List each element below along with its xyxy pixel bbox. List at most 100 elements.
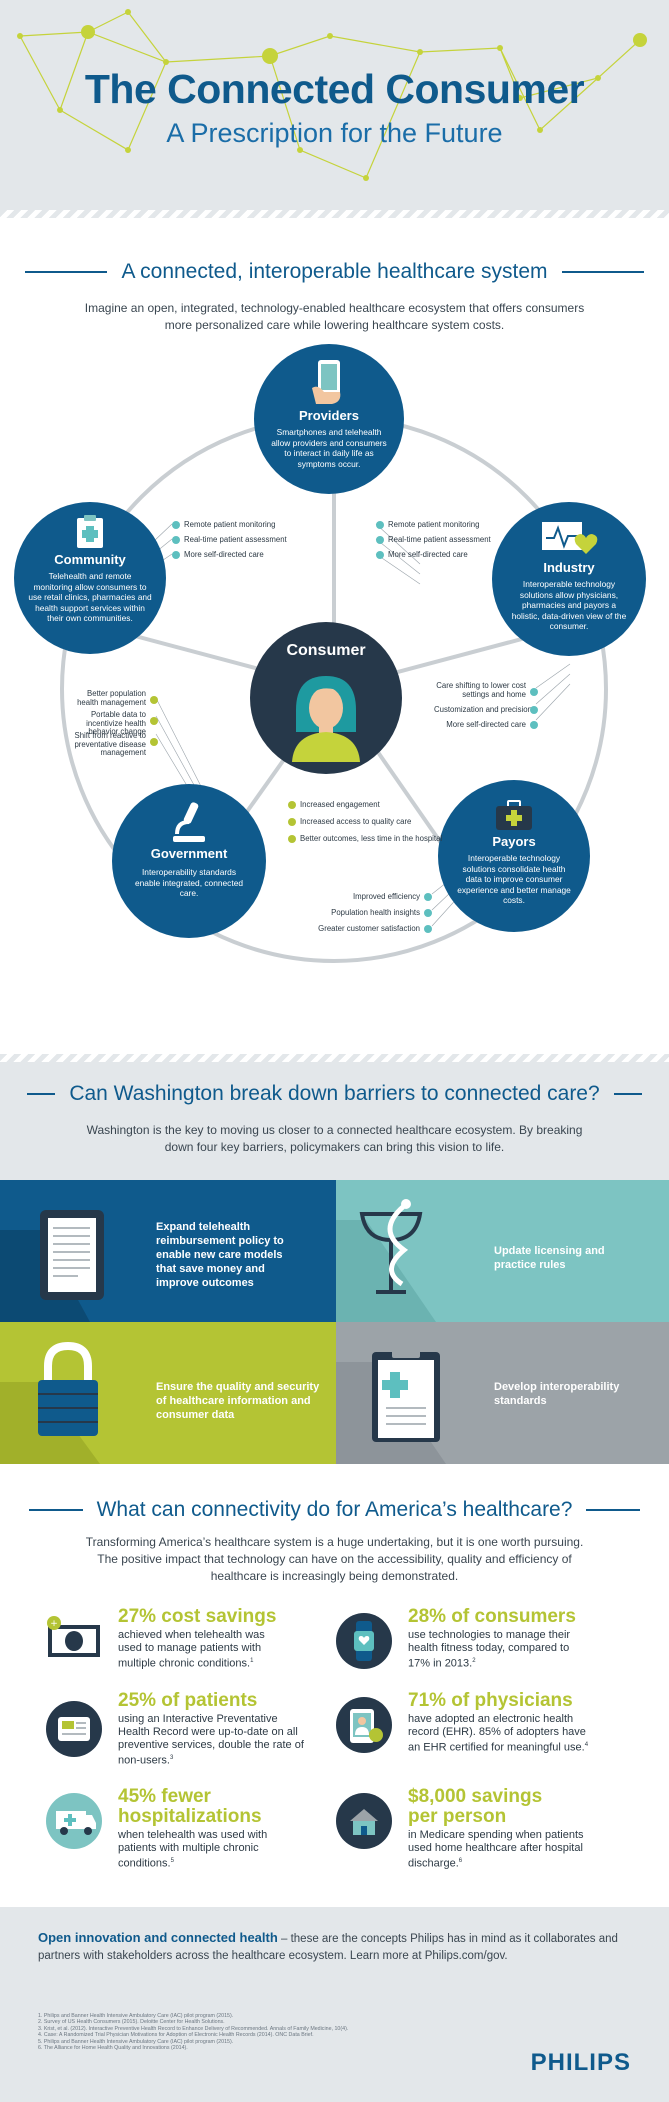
barrier-tile-interoperability: Develop interoperability standards xyxy=(336,1322,669,1464)
providers-node: Providers Smartphones and telehealth all… xyxy=(254,344,404,494)
physician-tablet-icon xyxy=(336,1697,392,1753)
list-item: Increased engagement xyxy=(288,797,442,814)
list-item: Remote patient monitoring xyxy=(376,517,491,532)
list-item: More self-directed care xyxy=(172,547,287,562)
page-title: The Connected Consumer xyxy=(84,66,585,112)
government-node: Government Interoperability standards en… xyxy=(112,784,266,938)
page-subtitle: A Prescription for the Future xyxy=(166,118,503,148)
barrier-tile-telehealth: Expand telehealth reimbursement policy t… xyxy=(0,1180,336,1322)
footer-cta: Open innovation and connected health – t… xyxy=(38,1930,618,1962)
community-desc: Telehealth and remote monitoring allow c… xyxy=(28,571,152,623)
barriers-heading: Can Washington break down barriers to co… xyxy=(69,1082,600,1105)
footer: Open innovation and connected health – t… xyxy=(0,1907,669,2102)
government-desc: Interoperability standards enable integr… xyxy=(134,867,244,898)
divider xyxy=(0,1054,669,1062)
stat-headline: 28% of consumers xyxy=(408,1606,576,1627)
stat-headline: 71% of physicians xyxy=(408,1690,573,1711)
reference-item: 6. The Alliance for Home Health Quality … xyxy=(38,2045,188,2052)
money-icon: + xyxy=(47,1616,100,1657)
barriers-header: Can Washington break down barriers to co… xyxy=(0,1062,669,1180)
ecosystem-diagram: Consumer Providers Smartphones and teleh… xyxy=(0,334,669,1054)
government-benefits: Better population health management Port… xyxy=(70,689,158,757)
list-item: More self-directed care xyxy=(434,717,538,732)
padlock-icon xyxy=(0,1341,100,1464)
list-item: Population health insights xyxy=(280,905,432,921)
list-item: Real-time patient assessment xyxy=(172,532,287,547)
list-item: Better outcomes, less time in the hospit… xyxy=(288,831,442,848)
barrier-tile-licensing: Update licensing and practice rules xyxy=(336,1180,669,1322)
caduceus-icon xyxy=(336,1199,436,1322)
payors-desc: Interoperable technology solutions conso… xyxy=(457,853,571,905)
barriers-intro: Washington is the key to moving us close… xyxy=(86,1123,583,1154)
industry-node: Industry Interoperable technology soluti… xyxy=(492,502,646,656)
providers-benefits-left: Remote patient monitoring Real-time pati… xyxy=(172,517,287,562)
payors-title: Payors xyxy=(492,834,536,849)
heart-monitor-icon xyxy=(542,522,598,554)
philips-logo[interactable]: PHILIPS xyxy=(530,2049,631,2076)
section-heading-barriers: Can Washington break down barriers to co… xyxy=(0,1082,669,1106)
stat-text: when telehealth was used with patients w… xyxy=(118,1829,268,1870)
health-record-icon xyxy=(46,1701,102,1757)
community-title: Community xyxy=(54,552,126,567)
list-item: Improved efficiency xyxy=(280,889,432,905)
stat-headline: 25% of patients xyxy=(118,1690,258,1711)
list-item: Real-time patient assessment xyxy=(376,532,491,547)
stat-text: using an Interactive Preventative Health… xyxy=(118,1713,304,1767)
ambulance-icon xyxy=(46,1793,102,1849)
providers-desc: Smartphones and telehealth allow provide… xyxy=(271,427,387,469)
list-item: Better population health management xyxy=(70,689,158,711)
tablet-document-icon xyxy=(0,1210,104,1322)
consumer-node: Consumer xyxy=(250,622,402,774)
ecosystem-intro: Imagine an open, integrated, technology-… xyxy=(84,301,585,332)
providers-benefits-right: Remote patient monitoring Real-time pati… xyxy=(376,517,491,562)
barrier-tile-security: Ensure the quality and security of healt… xyxy=(0,1322,336,1464)
network-graphic xyxy=(17,9,647,181)
list-item: Shift from reactive to preventative dise… xyxy=(70,731,158,757)
consumer-title: Consumer xyxy=(286,642,366,659)
barrier-tiles: Expand telehealth reimbursement policy t… xyxy=(0,1180,669,1464)
reference-item: 4. Case: A Randomized Trial Physician Mo… xyxy=(38,2032,314,2039)
section-heading-impact: What can connectivity do for America’s h… xyxy=(0,1498,669,1522)
payors-node: Payors Interoperable technology solution… xyxy=(438,780,590,932)
section-heading-ecosystem: A connected, interoperable healthcare sy… xyxy=(0,260,669,284)
community-node: Community Telehealth and remote monitori… xyxy=(14,502,166,654)
clipboard-icon xyxy=(336,1348,446,1464)
government-title: Government xyxy=(150,846,228,861)
home-icon xyxy=(336,1793,392,1849)
list-item: Increased access to quality care xyxy=(288,814,442,831)
stat-headline: 27% cost savings xyxy=(118,1606,277,1627)
fitness-tracker-icon xyxy=(336,1613,392,1669)
divider xyxy=(0,210,669,218)
consumer-avatar-icon xyxy=(292,676,360,762)
industry-desc: Interoperable technology solutions allow… xyxy=(511,579,627,631)
tile-text: Expand telehealth reimbursement policy t… xyxy=(156,1221,284,1289)
svg-text:+: + xyxy=(50,1619,58,1629)
list-item: Care shifting to lower cost settings and… xyxy=(434,681,538,702)
stat-text: have adopted an electronic health record… xyxy=(408,1713,589,1754)
payors-benefits: Improved efficiency Population health in… xyxy=(280,889,432,937)
smartphone-icon xyxy=(312,360,341,404)
list-item: Remote patient monitoring xyxy=(172,517,287,532)
tile-text: Update licensing and practice rules xyxy=(494,1245,605,1271)
tile-text: Develop interoperability standards xyxy=(494,1381,620,1407)
tile-text: Ensure the quality and security of healt… xyxy=(156,1381,320,1421)
list-item: Portable data to incentivize health beha… xyxy=(70,710,158,736)
stats-grid: + 27% cost savings achieved when telehea… xyxy=(0,1607,669,1907)
list-item: Greater customer satisfaction xyxy=(280,921,432,937)
clipboard-icon xyxy=(77,515,103,548)
industry-title: Industry xyxy=(543,560,595,575)
references: 1. Philips and Banner Health Intensive A… xyxy=(38,2013,348,2051)
header: The Connected Consumer A Prescription fo… xyxy=(0,0,669,210)
stat-text: use technologies to manage their health … xyxy=(408,1629,571,1670)
stat-text: in Medicare spending when patients used … xyxy=(408,1829,584,1870)
providers-title: Providers xyxy=(299,408,359,423)
stat-text: achieved when telehealth was used to man… xyxy=(118,1629,265,1670)
industry-benefits: Care shifting to lower cost settings and… xyxy=(434,681,538,732)
list-item: Customization and precision xyxy=(434,702,538,717)
impact-intro: Transforming America’s healthcare system… xyxy=(85,1535,584,1583)
list-item: More self-directed care xyxy=(376,547,491,562)
microscope-icon xyxy=(173,802,205,842)
